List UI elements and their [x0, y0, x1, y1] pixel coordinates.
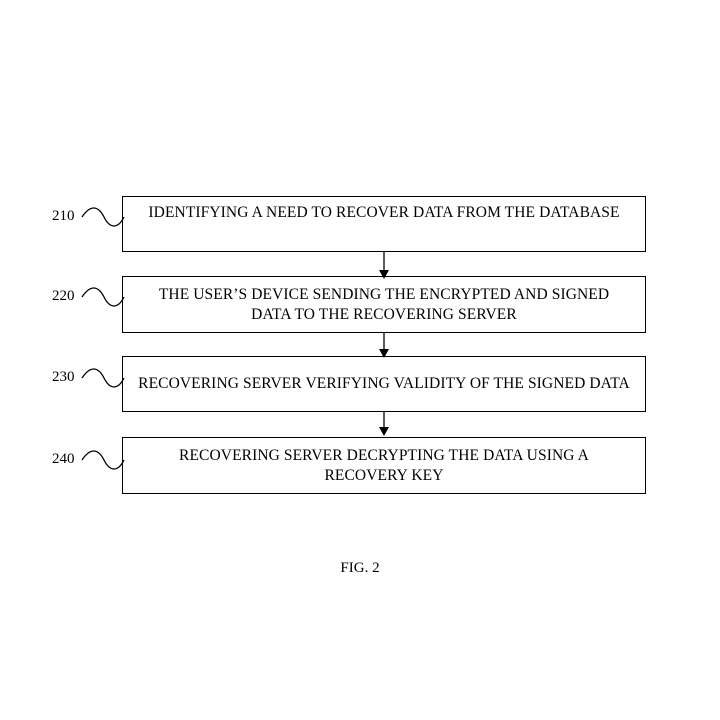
step-box-240: RECOVERING SERVER DECRYPTING THE DATA US…	[122, 437, 646, 494]
step-text-210: IDENTIFYING A NEED TO RECOVER DATA FROM …	[148, 204, 620, 221]
step-ref-230: 230	[52, 369, 75, 385]
step-box-230: RECOVERING SERVER VERIFYING VALIDITY OF …	[122, 356, 646, 412]
step-ref-220: 220	[52, 288, 75, 304]
step-text-230: RECOVERING SERVER VERIFYING VALIDITY OF …	[138, 375, 630, 392]
step-text-220: THE USER’S DEVICE SENDING THE ENCRYPTED …	[158, 285, 610, 323]
step-ref-240: 240	[52, 451, 75, 467]
arrow-230-240	[379, 412, 389, 436]
leader-line-210	[81, 207, 125, 227]
figure-label: FIG. 2	[340, 560, 380, 576]
leader-line-240	[81, 450, 125, 470]
step-text-240: RECOVERING SERVER DECRYPTING THE DATA US…	[179, 446, 589, 484]
step-ref-210: 210	[52, 208, 75, 224]
step-box-220: THE USER’S DEVICE SENDING THE ENCRYPTED …	[122, 276, 646, 333]
step-box-210: IDENTIFYING A NEED TO RECOVER DATA FROM …	[122, 196, 646, 252]
arrow-220-230	[379, 333, 389, 358]
arrow-210-220	[379, 252, 389, 279]
leader-line-230	[81, 368, 125, 388]
leader-line-220	[81, 287, 125, 307]
